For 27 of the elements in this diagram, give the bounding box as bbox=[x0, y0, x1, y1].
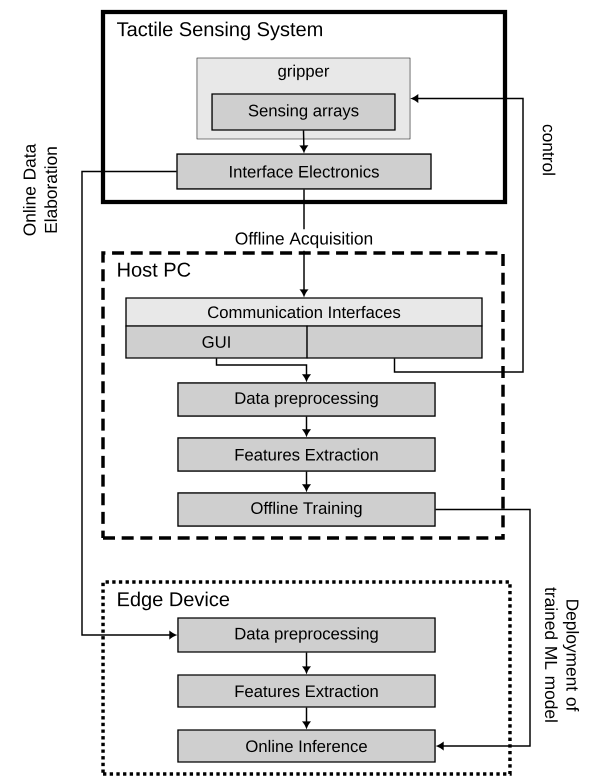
edge-label: control bbox=[540, 121, 558, 179]
arrow bbox=[302, 708, 310, 728]
process-box: Features Extraction bbox=[177, 437, 436, 472]
edge-label: Deployment of trained ML model bbox=[542, 566, 582, 744]
process-box: Offline Training bbox=[177, 492, 436, 527]
edge-label: Online Data Elaboration bbox=[20, 107, 60, 273]
arrow bbox=[81, 170, 176, 639]
frame-title: Host PC bbox=[118, 262, 190, 277]
process-box: Data preprocessing bbox=[177, 382, 436, 417]
arrow bbox=[394, 94, 524, 373]
process-box: Interface Electronics bbox=[176, 153, 432, 190]
arrow bbox=[302, 472, 310, 492]
arrow bbox=[436, 508, 531, 750]
arrow bbox=[302, 652, 310, 674]
process-box: Data preprocessing bbox=[177, 617, 436, 653]
edge-label: Offline Acquisition bbox=[232, 229, 376, 251]
arrow bbox=[216, 358, 310, 382]
frame-title: Edge Device bbox=[118, 592, 230, 610]
process-box: Online Inference bbox=[177, 729, 436, 763]
interface-box: Communication Interfaces bbox=[125, 297, 483, 327]
arrow bbox=[302, 416, 310, 436]
process-box: Features Extraction bbox=[177, 674, 436, 708]
frame-title: Tactile Sensing System bbox=[117, 22, 322, 40]
process-box: Sensing arrays bbox=[211, 93, 396, 131]
arrow bbox=[300, 130, 308, 152]
process-box: GUI bbox=[125, 325, 308, 359]
process-box bbox=[306, 325, 483, 359]
